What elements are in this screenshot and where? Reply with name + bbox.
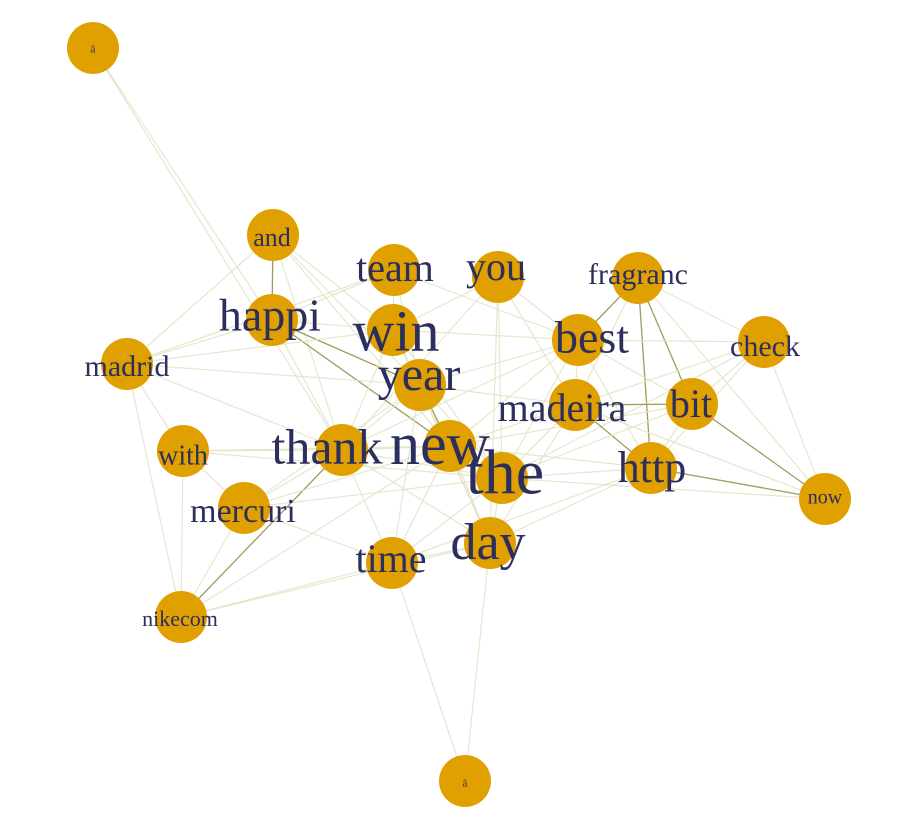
node-label-a_top: â — [91, 44, 96, 56]
node-best — [552, 314, 604, 366]
node-year — [394, 359, 446, 411]
node-a_bottom — [439, 755, 491, 807]
node-label-check: check — [730, 330, 800, 363]
node-happi — [246, 294, 298, 346]
node-label-new: new — [390, 411, 491, 477]
edge-time-a_bottom — [391, 562, 466, 782]
node-http — [625, 442, 677, 494]
edge-madrid-thank — [126, 363, 343, 451]
node-label-you: you — [466, 244, 526, 289]
node-label-http: http — [618, 443, 686, 492]
edge-thank-nikecom — [180, 449, 343, 618]
edge-you-the — [497, 276, 503, 479]
edge-http-now — [650, 467, 826, 500]
node-label-madeira: madeira — [498, 385, 627, 430]
node-label-happi: happi — [219, 290, 321, 341]
edge-and-thank — [272, 234, 343, 451]
edge-new-nikecom — [180, 445, 451, 618]
node-now — [799, 473, 851, 525]
edge-check-madeira — [574, 341, 765, 406]
edge-a_top-happi — [92, 47, 273, 321]
node-label-the: the — [466, 437, 544, 508]
edge-madeira-now — [574, 404, 826, 500]
edge-mercuri-time — [243, 507, 393, 564]
edge-check-now — [763, 341, 826, 500]
node-label-madrid: madrid — [85, 350, 170, 383]
edge-day-nikecom — [180, 542, 491, 618]
node-label-a_bottom: â — [463, 778, 468, 790]
edge-best-the — [501, 339, 579, 479]
node-label-fragranc: fragranc — [588, 258, 688, 291]
node-new — [424, 420, 476, 472]
edge-best-check — [577, 339, 765, 343]
node-mercuri — [218, 482, 270, 534]
edge-new-mercuri — [243, 445, 451, 509]
node-label-nikecom: nikecom — [142, 606, 218, 631]
node-day — [464, 517, 516, 569]
edge-madrid-year — [126, 363, 421, 386]
edge-day-a_bottom — [464, 542, 491, 782]
node-the — [476, 452, 528, 504]
node-bit — [666, 378, 718, 430]
node-label-now: now — [808, 487, 843, 509]
edge-madrid-win — [126, 329, 394, 365]
edge-a_top-thank — [92, 47, 343, 451]
edge-best-year — [419, 339, 579, 386]
edge-and-year — [272, 234, 421, 386]
node-label-time: time — [355, 536, 426, 581]
node-label-bit: bit — [670, 381, 712, 426]
edge-best-thank — [341, 339, 579, 451]
node-label-and: and — [253, 223, 291, 252]
edge-check-the — [501, 341, 765, 479]
edge-happi-year — [271, 319, 421, 386]
node-a_top — [67, 22, 119, 74]
node-label-day: day — [450, 514, 525, 571]
node-label-best: best — [555, 312, 629, 363]
edge-thank-day — [341, 449, 491, 544]
node-madrid — [101, 338, 153, 390]
edge-year-madeira — [419, 384, 576, 406]
edge-team-best — [393, 269, 579, 341]
edge-fragranc-now — [637, 277, 826, 500]
edge-madeira-day — [489, 404, 576, 544]
node-team — [368, 244, 420, 296]
node-label-win: win — [353, 298, 440, 363]
edge-win-the — [392, 329, 503, 479]
edge-best-new — [449, 339, 579, 447]
node-label-mercuri: mercuri — [190, 493, 296, 530]
edge-with-nikecom — [180, 450, 184, 618]
node-label-year: year — [378, 348, 461, 401]
edge-http-day — [489, 467, 652, 544]
edge-and-madrid — [126, 234, 274, 365]
node-time — [366, 537, 418, 589]
node-label-thank: thank — [271, 418, 382, 474]
node-check — [738, 316, 790, 368]
node-you — [472, 251, 524, 303]
edge-time-nikecom — [180, 562, 393, 618]
edge-http-time — [391, 467, 652, 564]
node-win — [367, 304, 419, 356]
edge-fragranc-http — [637, 277, 652, 469]
edge-new-http — [449, 445, 652, 469]
edge-win-best — [392, 329, 579, 341]
node-label-with: with — [158, 440, 208, 471]
edge-the-mercuri — [243, 477, 503, 509]
node-madeira — [549, 379, 601, 431]
edge-madrid-nikecom — [126, 363, 182, 618]
node-with — [157, 425, 209, 477]
node-nikecom — [155, 591, 207, 643]
node-and — [247, 209, 299, 261]
edge-bit-now — [691, 403, 826, 500]
node-label-team: team — [356, 245, 434, 290]
node-fragranc — [612, 252, 664, 304]
node-thank — [316, 424, 368, 476]
node-layer — [67, 22, 851, 807]
edge-bit-the — [501, 403, 693, 479]
edge-happi-new — [271, 319, 451, 447]
